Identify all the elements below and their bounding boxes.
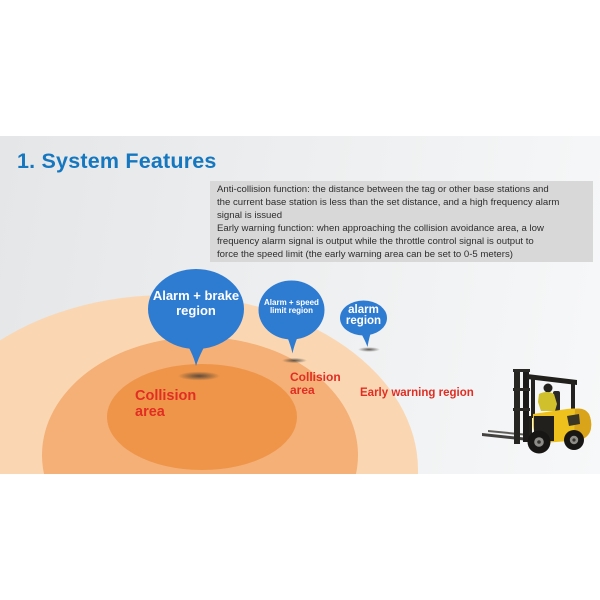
zone-label-collision-area-large: Collision area [135, 388, 197, 420]
zone-label-line: Collision [135, 388, 197, 404]
bubble-label-alarm-brake: Alarm + brake region [121, 288, 271, 318]
zone-label-collision-area-small: Collision area [290, 371, 341, 397]
description-line: force the speed limit (the early warning… [217, 248, 513, 260]
bubble-label-line: region [176, 303, 216, 318]
speech-bubble-alarm [340, 300, 387, 336]
zone-collision-ellipse [107, 364, 297, 470]
description-line: Anti-collision function: the distance be… [217, 184, 549, 195]
forklift-wheel-front [527, 430, 551, 454]
forklift-mast [513, 369, 530, 444]
bubble-label-alarm-speed-limit: Alarm + speed limit region [246, 298, 337, 316]
bubble-label-alarm: alarm region [328, 304, 399, 327]
zone-label-line: area [290, 382, 315, 397]
description-line: the current base station is less than th… [217, 196, 560, 208]
description-line: frequency alarm signal is output while t… [217, 235, 534, 247]
description-line: Early warning function: when approaching… [217, 222, 544, 234]
bubble-label-line: alarm [348, 304, 379, 316]
description-box: Anti-collision function: the distance be… [210, 181, 593, 262]
bubble-label-line: limit region [269, 306, 314, 316]
slide-title: 1. System Features [17, 149, 217, 173]
bubble-label-line: region [345, 314, 382, 327]
bubble-shadow-large [178, 371, 220, 381]
zone-label-early-warning-region: Early warning region [360, 387, 474, 399]
zone-label-line: Collision [290, 370, 341, 384]
bubble-shadow-medium [282, 357, 307, 364]
forklift-overhead-guard [527, 374, 577, 418]
bubble-label-line: Alarm + speed [264, 298, 319, 307]
bubble-shadow-small [358, 347, 380, 352]
forklift-image [482, 369, 592, 454]
forklift-hood-decal [567, 414, 580, 426]
description-line: signal is issued [217, 209, 283, 221]
speech-bubble-alarm-speed-limit [258, 280, 325, 340]
forklift-operator [538, 383, 560, 411]
zone-label-line: area [135, 403, 165, 420]
bubble-label-line: Alarm + brake [152, 288, 240, 303]
zones-graphic [0, 269, 418, 474]
speech-bubble-alarm-brake [148, 269, 244, 349]
forklift-wheel-rear [564, 430, 584, 450]
